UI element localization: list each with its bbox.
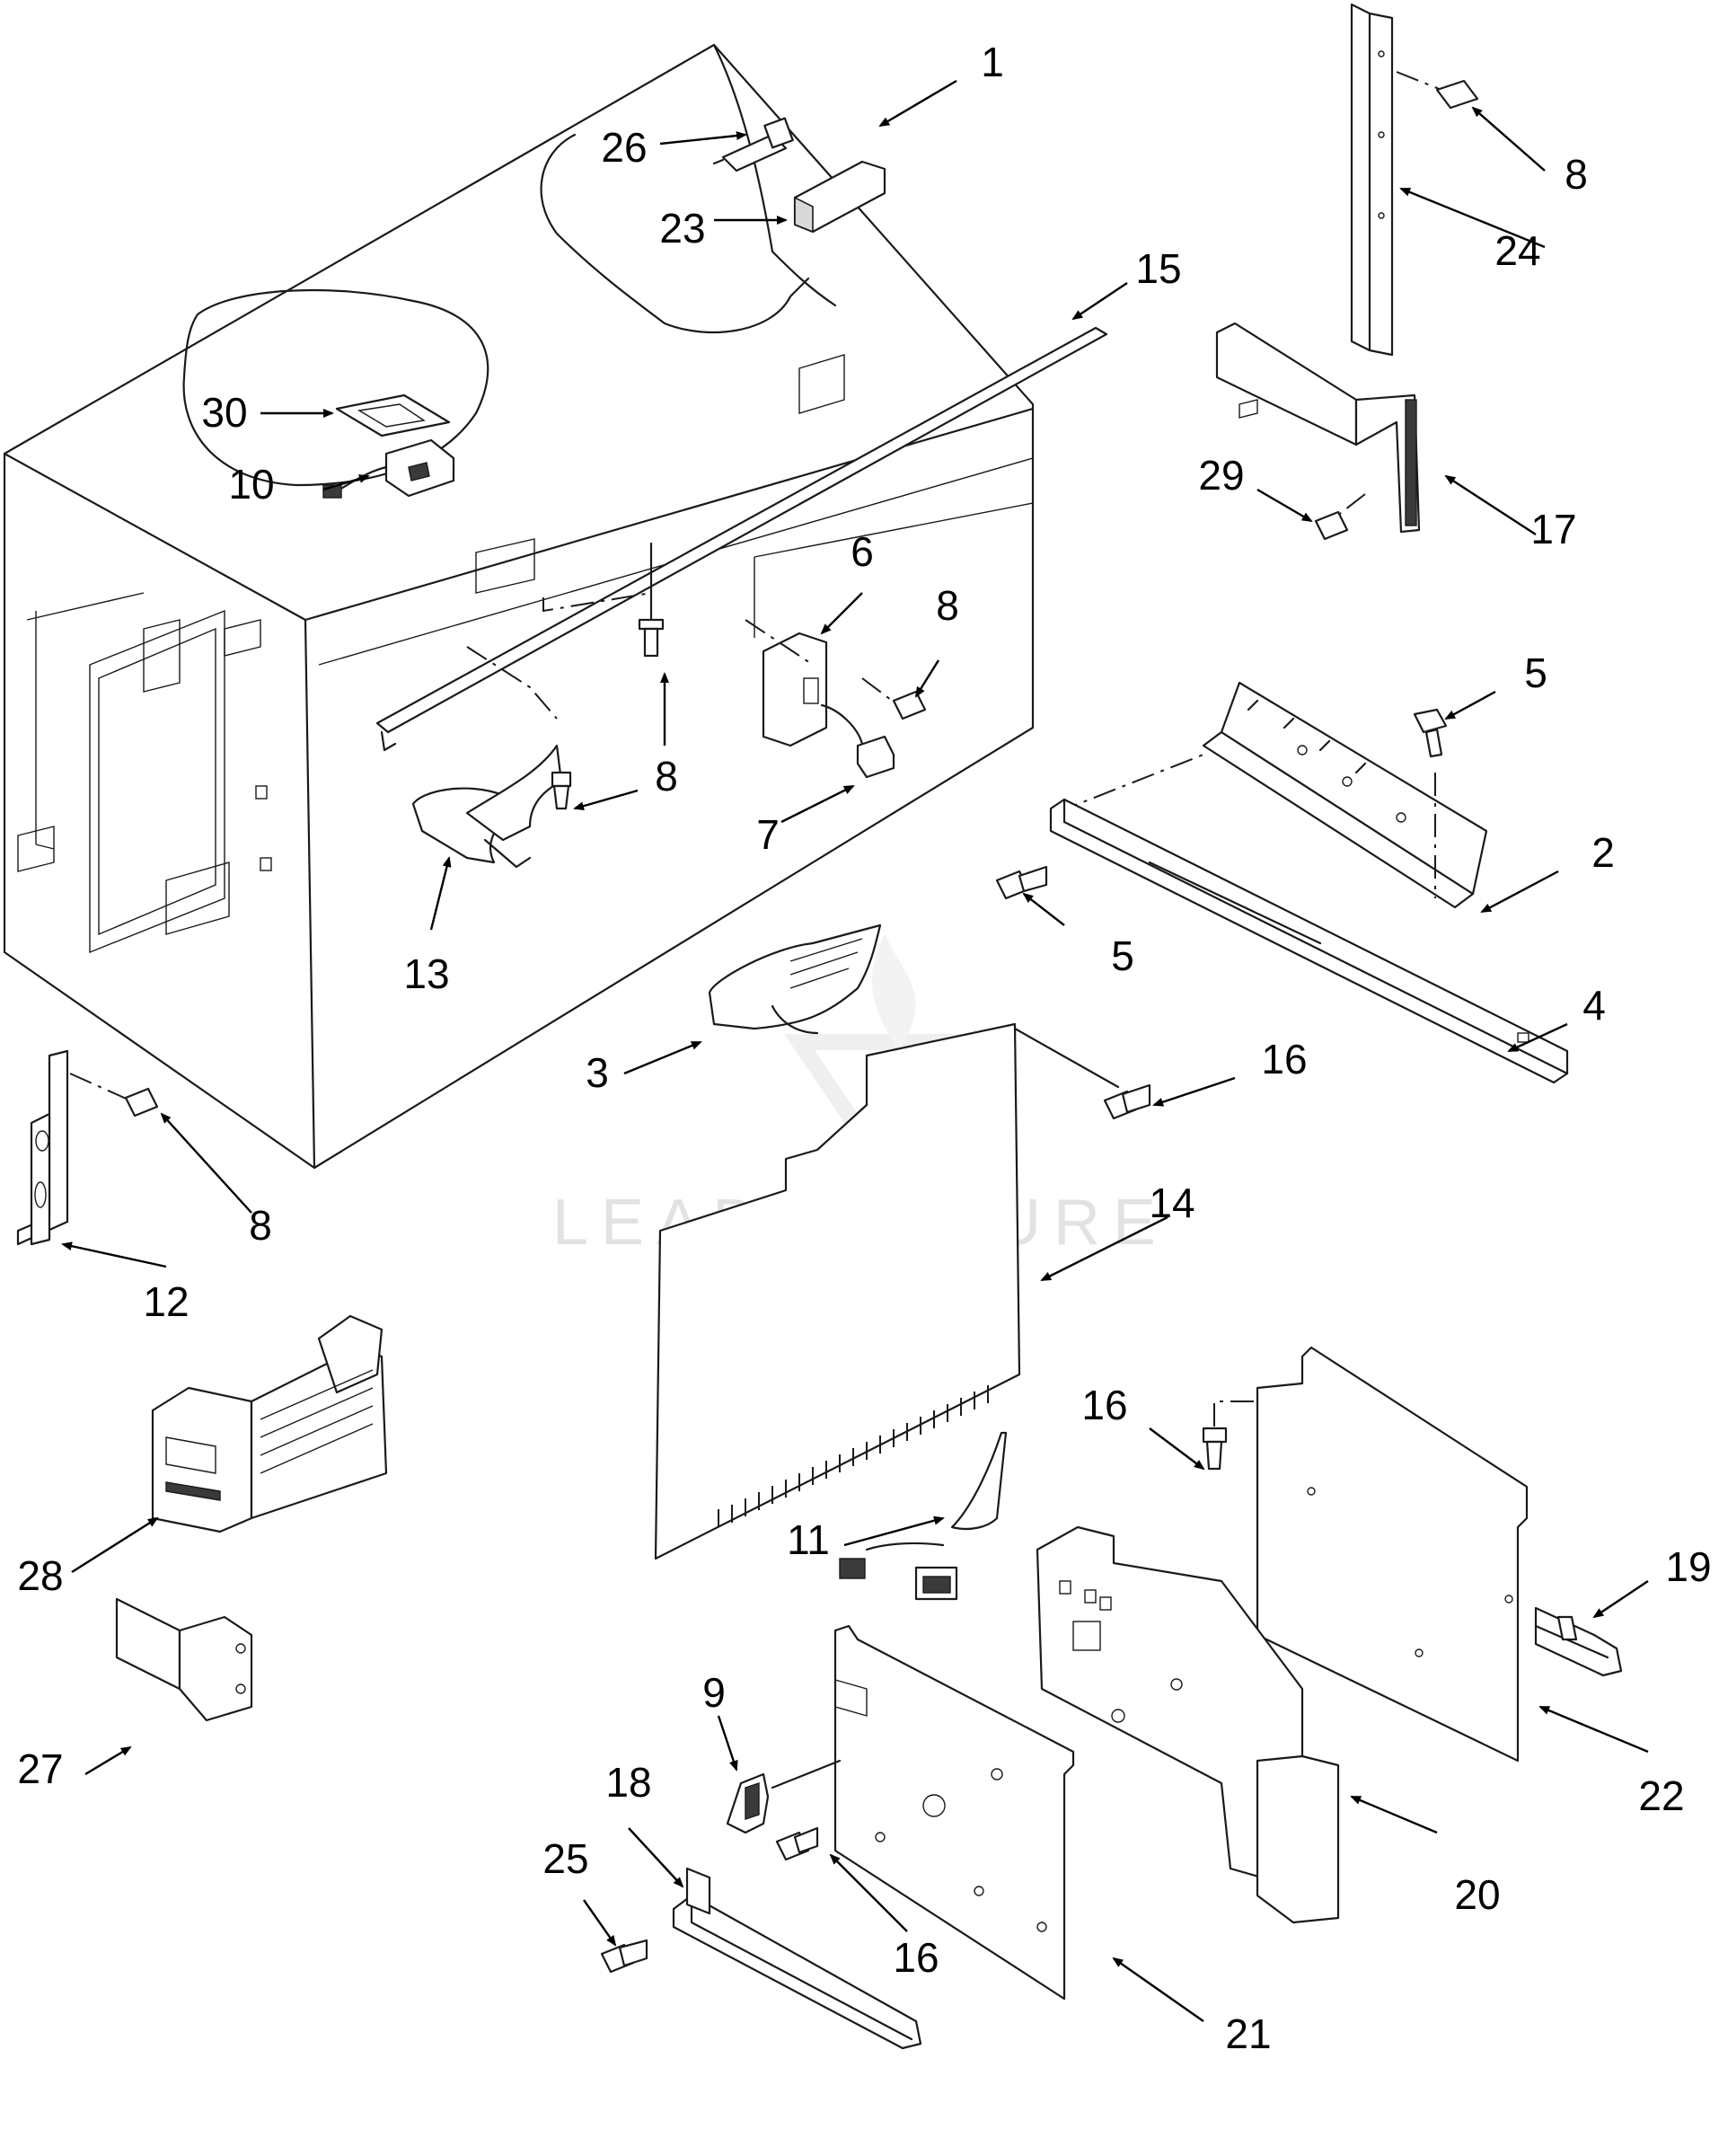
screw-part-25: [600, 1939, 648, 1974]
ice-bin-front-part-3: [708, 923, 882, 1035]
callout-label-5b: 5: [1524, 649, 1547, 696]
callout-label-5a: 5: [1111, 932, 1134, 979]
bracket-part-12: [16, 1049, 159, 1246]
duct-part-13: [411, 744, 563, 869]
panel-part-21: [833, 1624, 1075, 2001]
connector-part-26: [712, 117, 794, 172]
callout-label-6: 6: [851, 528, 874, 575]
callout-label-8d: 8: [249, 1202, 272, 1249]
callout-label-20: 20: [1454, 1871, 1500, 1918]
callout-label-16a: 16: [1261, 1036, 1307, 1082]
callout-label-15: 15: [1135, 245, 1181, 292]
sensor-part-10: [322, 438, 455, 499]
callout-label-26: 26: [601, 124, 647, 171]
callout-label-19: 19: [1665, 1543, 1711, 1590]
callout-label-16c: 16: [893, 1934, 939, 1981]
panel-part-14: [654, 1022, 1120, 1560]
slide-rail-part-4: [1049, 798, 1569, 1084]
callout-label-1: 1: [981, 39, 1004, 85]
callout-label-25: 25: [542, 1835, 588, 1882]
cover-part-23: [793, 160, 886, 234]
callout-labels: 1 2 3 4 5 5 6 7 8 8 8 8 9 10 11 12 13 14…: [17, 39, 1711, 2057]
callout-label-3: 3: [586, 1049, 609, 1096]
callout-label-8a: 8: [1565, 151, 1588, 198]
screws-part-16: [775, 1083, 1312, 1861]
callout-label-30: 30: [201, 389, 247, 436]
callout-label-16b: 16: [1081, 1382, 1127, 1428]
callout-label-9: 9: [702, 1669, 726, 1716]
ice-maker-part-28: [151, 1314, 388, 1533]
screw-group-upper: [466, 542, 927, 810]
switch-part-7: [820, 703, 895, 779]
wire-harness-part-11: [839, 1431, 1008, 1601]
callout-label-10: 10: [228, 461, 274, 508]
callout-label-17: 17: [1530, 506, 1576, 552]
bracket-part-24: [1350, 3, 1479, 357]
callout-label-8c: 8: [936, 582, 959, 629]
callout-label-29: 29: [1198, 452, 1244, 499]
bracket-part-6: [745, 619, 828, 747]
screws-part-5: [995, 708, 1448, 900]
callout-label-11: 11: [787, 1516, 830, 1563]
callout-label-27: 27: [17, 1745, 63, 1792]
callout-label-14: 14: [1149, 1180, 1194, 1226]
panel-part-22: [1256, 1346, 1529, 1763]
slide-part-18: [672, 1867, 922, 2050]
slide-part-19: [1534, 1606, 1623, 1677]
callout-label-8b: 8: [655, 753, 678, 800]
callout-label-4: 4: [1582, 982, 1606, 1029]
cover-part-27: [115, 1597, 253, 1722]
callout-label-23: 23: [659, 205, 705, 252]
switch-part-9: [726, 1759, 842, 1834]
callout-label-7: 7: [756, 811, 780, 858]
bracket-part-2: [1054, 681, 1488, 909]
callout-label-13: 13: [403, 950, 449, 997]
control-cover-part-20: [1036, 1525, 1340, 1924]
callout-label-24: 24: [1494, 227, 1540, 274]
callout-label-22: 22: [1638, 1772, 1684, 1819]
gasket-part-30: [335, 393, 451, 437]
callout-label-21: 21: [1225, 2010, 1271, 2057]
callout-label-12: 12: [143, 1278, 189, 1325]
callout-arrows: [61, 79, 1649, 2022]
callout-label-2: 2: [1591, 829, 1615, 876]
callout-label-18: 18: [605, 1759, 651, 1806]
bracket-part-17: [1215, 322, 1421, 541]
rail-part-15: [375, 326, 1108, 752]
callout-label-28: 28: [17, 1552, 63, 1599]
